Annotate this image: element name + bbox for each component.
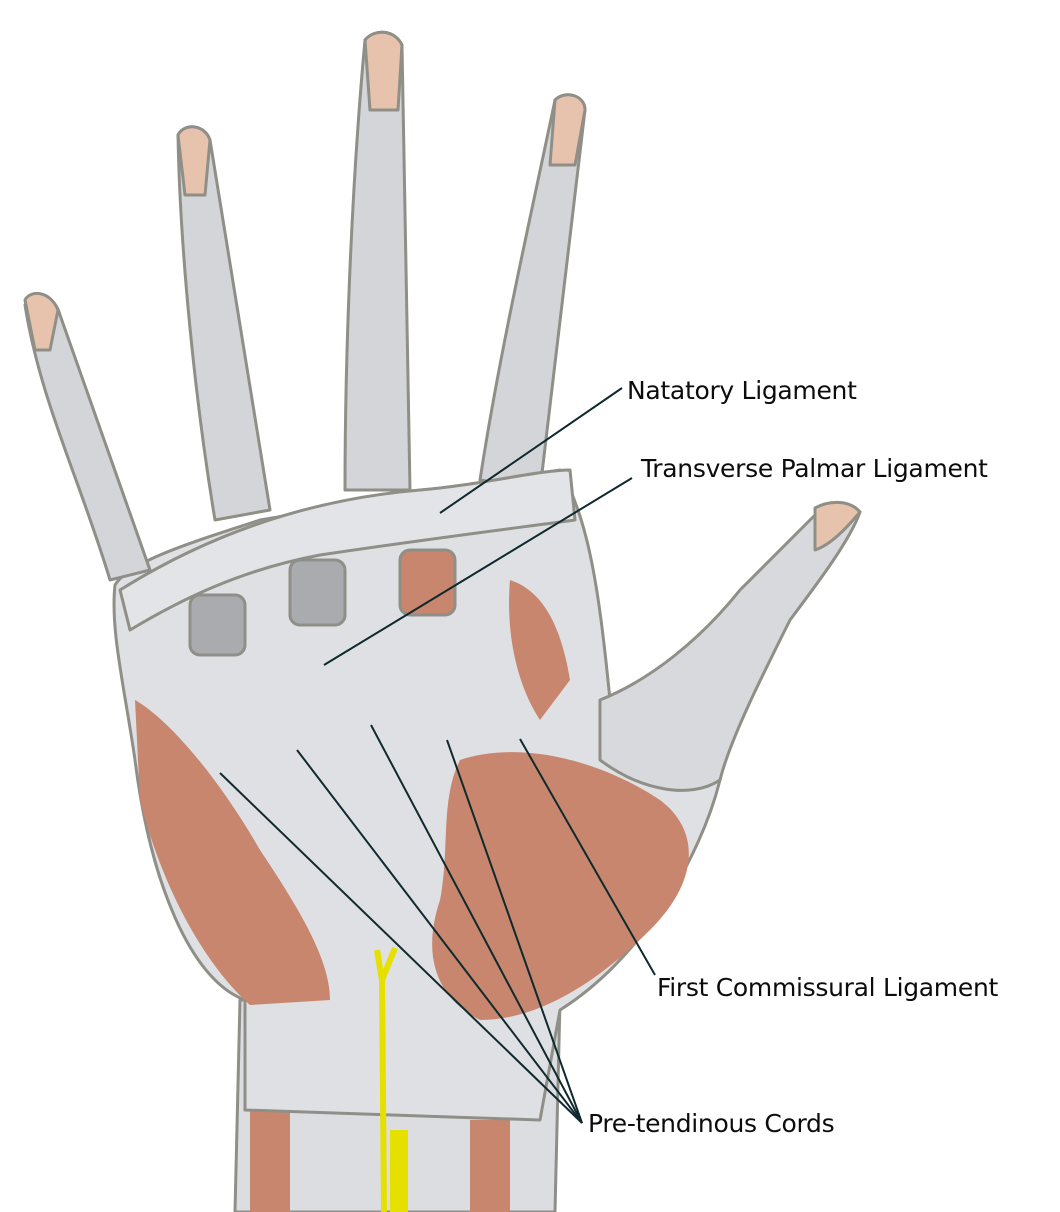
leader-line-natatory	[439, 387, 623, 514]
leader-line-transverse	[323, 477, 633, 666]
label-transverse-palmar-ligament: Transverse Palmar Ligament	[641, 454, 988, 483]
leader-line-first_commissural	[519, 738, 656, 976]
leader-line-pretendinous	[370, 724, 583, 1124]
leader-line-pretendinous	[296, 749, 583, 1124]
label-natatory-ligament: Natatory Ligament	[627, 376, 857, 405]
leader-line-pretendinous	[219, 772, 583, 1124]
leader-line-pretendinous	[446, 739, 583, 1124]
leader-lines	[219, 387, 656, 1124]
label-pre-tendinous-cords: Pre-tendinous Cords	[588, 1109, 835, 1138]
hand-drawing	[23, 30, 862, 1212]
label-first-commissural-ligament: First Commissural Ligament	[657, 973, 998, 1002]
